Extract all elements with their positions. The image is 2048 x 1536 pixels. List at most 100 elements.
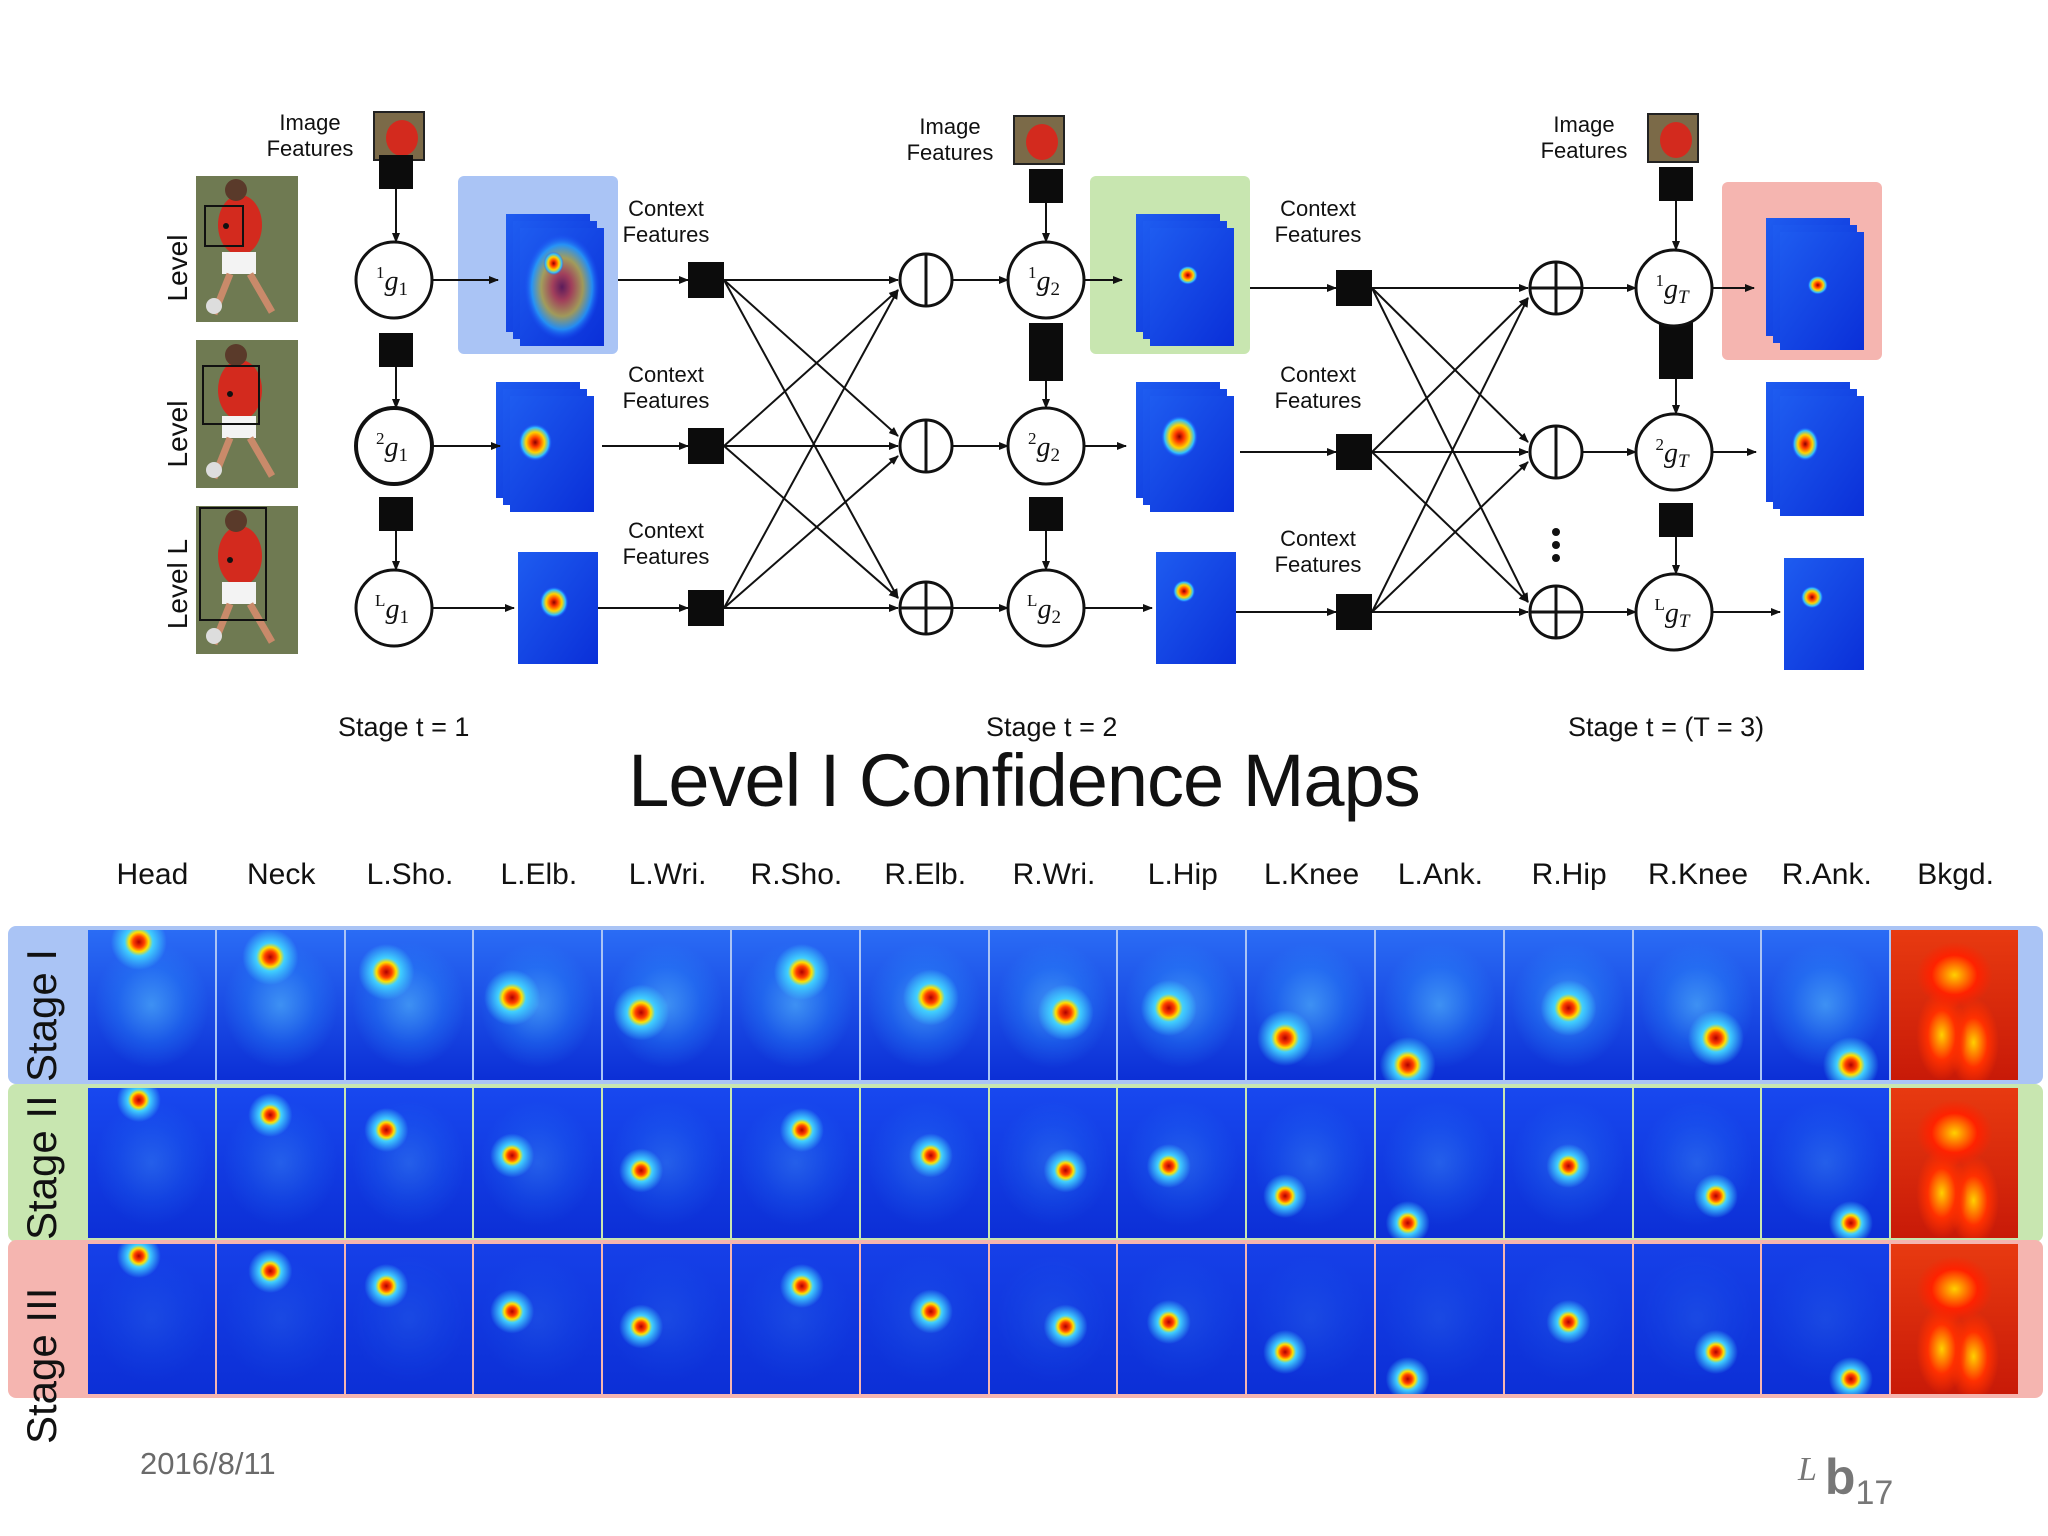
confidence-map-cell — [732, 930, 859, 1080]
cross-link-s2-from1-to3 — [1371, 287, 1529, 603]
confidence-map-cell — [1762, 1244, 1890, 1394]
combine-ops — [898, 252, 1584, 640]
context-square-s2-r1 — [1336, 270, 1372, 306]
level-label-2: Level — [162, 400, 193, 468]
heatmap-stacks — [496, 214, 1864, 670]
heatmap-s2-levelL — [1156, 552, 1236, 664]
joint-label-lknee: L.Knee — [1264, 858, 1360, 891]
cross-link-s2-from3-to2 — [1371, 461, 1529, 613]
confidence-map-cell — [474, 930, 602, 1080]
confidence-map-cell — [88, 1244, 215, 1394]
image-feature-thumb-3 — [1647, 113, 1699, 163]
confidence-map-cell — [1891, 1244, 2018, 1394]
confidence-map-cell — [1247, 1088, 1374, 1238]
combine-op-s2-r2 — [1528, 424, 1584, 480]
confidence-map-cell — [603, 1244, 730, 1394]
confidence-map-cell — [1891, 1088, 2018, 1238]
predictor-node-s1-r2: 2g1 — [354, 406, 434, 486]
cross-link-s1-from3-to1 — [723, 289, 899, 609]
heatmap-s2-level2 — [1136, 382, 1234, 512]
image-feature-square-s3-r2 — [1659, 321, 1693, 379]
confidence-map-cell — [345, 1244, 473, 1394]
confidence-map-cell — [989, 1244, 1117, 1394]
confidence-map-cell — [1247, 1244, 1374, 1394]
joint-label-relb: R.Elb. — [884, 858, 967, 891]
confidence-map-cell — [1504, 1088, 1632, 1238]
level-label-L: Level L — [162, 538, 193, 630]
joint-label-rsho: R.Sho. — [750, 858, 843, 891]
context-features-label-s2r3: Context Features — [1274, 526, 1362, 577]
node-label-s3-r3: LgT — [1655, 595, 1691, 632]
predictor-node-s1-r1: 1g1 — [354, 240, 434, 320]
confidence-map-cell — [1504, 1244, 1632, 1394]
cross-link-s1-from2-to3 — [723, 445, 899, 599]
stage-row-label-3: Stage III — [18, 1287, 65, 1444]
cross-link-s2-from2-to1 — [1371, 297, 1529, 453]
image-feature-thumb-2 — [1013, 115, 1065, 165]
combine-op-s1-r2 — [898, 418, 954, 474]
heatmap-s1-level2 — [496, 382, 594, 512]
image-feature-square-s1-r3 — [379, 497, 413, 531]
stage-caption-2: Stage t = 2 — [986, 712, 1118, 742]
ellipsis-dots — [1552, 528, 1560, 562]
image-features-label-3: Image Features — [1540, 112, 1628, 163]
confidence-map-cell — [216, 1244, 344, 1394]
confidence-map-cell — [345, 930, 473, 1080]
confidence-map-cell — [1376, 1244, 1503, 1394]
node-label-s3-r2: 2gT — [1655, 435, 1690, 472]
stage-row-label-2: Stage II — [18, 1095, 65, 1240]
predictor-node-s3-r3: LgT — [1634, 572, 1714, 652]
cross-link-s2-from3-to1 — [1371, 297, 1529, 613]
confidence-map-cell — [88, 930, 215, 1080]
node-label-s1-r1: 1g1 — [376, 263, 408, 300]
confidence-map-cell — [1504, 930, 1632, 1080]
context-square-s1-r3 — [688, 590, 724, 626]
confidence-map-cell — [88, 1088, 215, 1238]
stage-row-label-1: Stage I — [18, 948, 65, 1082]
confidence-map-cell — [603, 930, 730, 1080]
context-square-s1-r1 — [688, 262, 724, 298]
cross-link-s1-from1-to2 — [723, 279, 899, 437]
confidence-map-cell — [1633, 930, 1761, 1080]
context-square-s1-r2 — [688, 428, 724, 464]
predictor-node-s3-r2: 2gT — [1634, 412, 1714, 492]
date-label: 2016/8/11 — [140, 1446, 276, 1481]
confidence-map-cell — [1762, 930, 1890, 1080]
joint-label-lhip: L.Hip — [1147, 858, 1218, 891]
confidence-map-cell — [1118, 930, 1246, 1080]
joint-label-head: Head — [116, 858, 189, 891]
context-square-s2-r3 — [1336, 594, 1372, 630]
heatmap-s3-levelL — [1784, 558, 1864, 670]
heatmap-s2-level1 — [1136, 214, 1234, 346]
joint-label-lelb: L.Elb. — [500, 858, 578, 891]
node-label-s3-r1: 1gT — [1655, 271, 1690, 308]
joint-label-lsho: L.Sho. — [366, 858, 454, 891]
image-feature-square-s1-r2 — [379, 333, 413, 367]
predictor-node-s2-r2: 2g2 — [1006, 406, 1086, 486]
joint-label-bkgd: Bkgd. — [1917, 858, 1994, 891]
image-feature-square-s2-r1 — [1029, 169, 1063, 203]
cross-link-s2-from2-to3 — [1371, 451, 1529, 603]
cross-link-s1-from3-to2 — [723, 455, 899, 609]
confidence-map-cell — [1376, 930, 1503, 1080]
page-number-value: 17 — [1855, 1474, 1894, 1512]
context-features-label-s1r2: Context Features — [622, 362, 710, 413]
stage-caption-1: Stage t = 1 — [338, 712, 470, 742]
confidence-map-cell — [1118, 1088, 1246, 1238]
confidence-map-cell — [603, 1088, 730, 1238]
joint-label-rknee: R.Knee — [1647, 858, 1749, 891]
page-prefix: L — [1798, 1451, 1817, 1488]
context-square-s2-r2 — [1336, 434, 1372, 470]
image-feature-square-s3-r1 — [1659, 167, 1693, 201]
combine-op-s1-r1 — [898, 252, 954, 308]
confidence-map-cell — [1633, 1244, 1761, 1394]
node-label-s1-r3: Lg1 — [375, 591, 409, 628]
confidence-map-cell — [474, 1244, 602, 1394]
confidence-map-cell — [1762, 1088, 1890, 1238]
confidence-map-cell — [989, 930, 1117, 1080]
player-image-levelL — [196, 506, 298, 654]
confidence-map-cell — [1633, 1088, 1761, 1238]
